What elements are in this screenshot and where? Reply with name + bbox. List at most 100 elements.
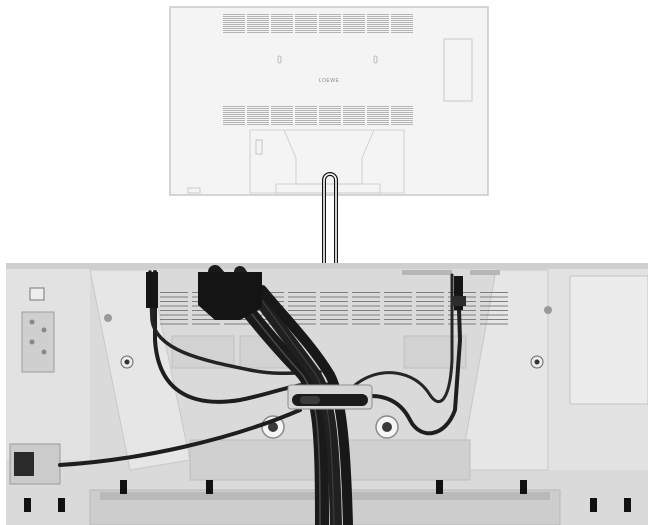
vent-slat: [352, 323, 380, 325]
vent-slat: [416, 310, 444, 311]
power-cable: [58, 408, 302, 467]
vent-slat: [160, 301, 188, 302]
vent-slat: [288, 323, 316, 325]
vent-slat: [271, 24, 293, 25]
vent-slat: [480, 323, 508, 325]
bottom-feet: [24, 480, 631, 512]
vent-slat: [480, 314, 508, 316]
vent-slat: [223, 110, 245, 111]
vent-slat: [192, 314, 220, 316]
vent-slat: [271, 18, 293, 19]
vent-slat: [384, 296, 412, 298]
vent-slat: [352, 301, 380, 302]
vent-slat: [320, 314, 348, 316]
panel-screw-3-core: [534, 359, 540, 365]
vent-slat: [391, 18, 413, 19]
vent-slat: [247, 120, 269, 121]
vent-slat: [384, 310, 412, 311]
cable-clip: [287, 384, 373, 410]
vent-slat: [295, 106, 317, 107]
vent-slat: [319, 16, 341, 17]
vent-slat: [480, 319, 508, 320]
vent-slat: [295, 122, 317, 123]
vent-slat: [343, 116, 365, 117]
vent-slat: [384, 314, 412, 316]
vent-slat: [391, 16, 413, 17]
vent-slat: [223, 106, 245, 107]
vent-slat: [271, 120, 293, 121]
vent-slat: [223, 108, 245, 109]
vent-slat: [367, 120, 389, 121]
tv-brand-label: LOEWE: [319, 78, 340, 84]
vent-slat: [223, 122, 245, 123]
vent-slat: [295, 28, 317, 29]
mount-hole-left: [277, 55, 282, 64]
vent-slat: [391, 124, 413, 125]
vent-slat: [343, 30, 365, 31]
vent-slat: [367, 106, 389, 107]
vent-slat: [247, 106, 269, 107]
vent-slat: [271, 116, 293, 117]
vent-slat: [247, 118, 269, 119]
vent-slat: [416, 314, 444, 316]
vent-slat: [223, 120, 245, 121]
vent-slat: [223, 18, 245, 19]
vent-slat: [247, 122, 269, 123]
vent-slat: [319, 14, 341, 15]
vent-slat: [367, 28, 389, 29]
vent-slat: [288, 310, 316, 311]
vent-slat: [295, 116, 317, 117]
vent-slat: [367, 20, 389, 21]
vent-slat: [295, 14, 317, 15]
vent-slat: [295, 20, 317, 21]
vent-slat: [247, 114, 269, 115]
vent-slat: [391, 118, 413, 119]
vent-slat: [391, 24, 413, 25]
vent-slat: [391, 28, 413, 29]
vent-slat: [416, 296, 444, 298]
vent-slat: [384, 319, 412, 320]
plate-screw-2: [41, 327, 47, 333]
vent-slat: [384, 323, 412, 325]
vent-slat: [367, 118, 389, 119]
vent-slat: [295, 110, 317, 111]
panel-screw-1: [104, 314, 112, 322]
vent-slat: [343, 18, 365, 19]
vent-slat: [352, 296, 380, 298]
vent-slat: [271, 114, 293, 115]
vent-slat: [367, 32, 389, 33]
zoomed-back-panel: [6, 263, 648, 525]
vent-slat: [416, 323, 444, 325]
vent-slat: [367, 108, 389, 109]
vent-slat: [352, 319, 380, 320]
vent-slat: [247, 26, 269, 27]
vent-slat: [343, 120, 365, 121]
upper-vent-grille: [223, 14, 413, 33]
power-socket-inner: [14, 452, 34, 476]
vent-slat: [247, 20, 269, 21]
vent-slat: [247, 108, 269, 109]
vent-slat: [295, 114, 317, 115]
vent-slat: [295, 120, 317, 121]
vent-slat: [320, 305, 348, 307]
vent-slat: [384, 301, 412, 302]
vent-slat: [480, 296, 508, 298]
vent-slat: [367, 26, 389, 27]
vent-slat: [247, 124, 269, 125]
vent-slat: [319, 114, 341, 115]
vent-slat: [192, 319, 220, 320]
vent-slat: [288, 296, 316, 298]
vent-slat: [271, 118, 293, 119]
vent-slat: [271, 122, 293, 123]
vent-slat: [223, 124, 245, 125]
vent-slat: [160, 292, 188, 293]
vent-slat: [271, 14, 293, 15]
tv-side-panel: [443, 38, 473, 102]
vent-slat: [319, 20, 341, 21]
vent-slat: [320, 292, 348, 293]
vent-slat: [295, 32, 317, 33]
vent-slat: [223, 32, 245, 33]
vent-slat: [223, 112, 245, 113]
vent-slat: [352, 292, 380, 293]
